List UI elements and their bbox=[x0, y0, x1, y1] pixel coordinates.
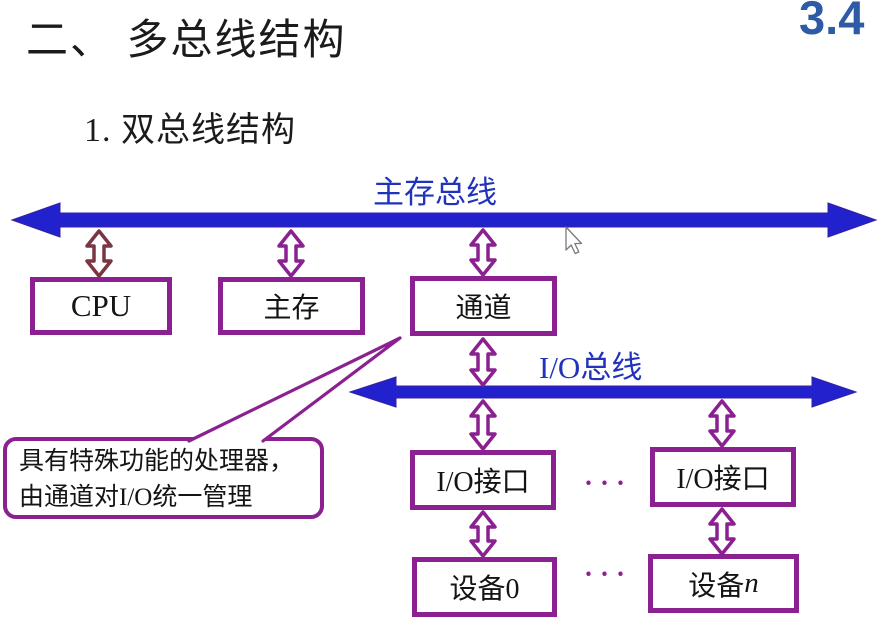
channel-note-callout: 具有特殊功能的处理器， 由通道对I/O统一管理 bbox=[3, 437, 324, 519]
interface2-devicen-arrow bbox=[708, 507, 736, 556]
channel-iobus-arrow bbox=[469, 337, 497, 387]
mouse-cursor bbox=[565, 226, 583, 255]
channel-mainbus-arrow bbox=[469, 228, 497, 277]
main-memory-label: 主存 bbox=[263, 293, 320, 324]
memory-bus-arrow bbox=[277, 229, 305, 278]
cpu-bus-arrow bbox=[85, 229, 113, 278]
device-0-box: 设备0 bbox=[412, 557, 557, 617]
main-memory-bus bbox=[10, 202, 878, 238]
io-interface-right-label: I/O接口 bbox=[676, 464, 770, 495]
io-interface-left-label: I/O接口 bbox=[436, 467, 530, 498]
section-number: 3.4 bbox=[799, 0, 865, 44]
callout-pointer-lines bbox=[187, 336, 402, 443]
main-bus-label: 主存总线 bbox=[373, 175, 497, 210]
iobus-interface2-arrow bbox=[708, 399, 736, 448]
main-memory-box: 主存 bbox=[218, 277, 365, 335]
channel-box: 通道 bbox=[410, 276, 557, 336]
devices-ellipsis: ··· bbox=[584, 559, 633, 589]
slide-subtitle: 1. 双总线结构 bbox=[84, 112, 296, 149]
slide-title: 二、 多总线结构 bbox=[26, 18, 347, 64]
device-0-label: 设备0 bbox=[449, 574, 520, 605]
io-interface-left-box: I/O接口 bbox=[410, 450, 556, 510]
io-bus-label: I/O总线 bbox=[539, 350, 643, 385]
interfaces-ellipsis: ··· bbox=[584, 468, 633, 498]
channel-label: 通道 bbox=[455, 293, 512, 324]
device-n-label: 设备 bbox=[688, 570, 745, 602]
cpu-box: CPU bbox=[30, 277, 172, 335]
io-interface-right-box: I/O接口 bbox=[650, 447, 796, 507]
interface1-device0-arrow bbox=[469, 510, 497, 558]
cpu-label: CPU bbox=[70, 288, 132, 323]
device-n-variable: n bbox=[744, 567, 759, 599]
io-bus bbox=[348, 376, 858, 408]
iobus-interface1-arrow bbox=[469, 399, 497, 451]
callout-line-1: 具有特殊功能的处理器， bbox=[19, 448, 295, 475]
callout-line-2: 由通道对I/O统一管理 bbox=[19, 484, 253, 511]
